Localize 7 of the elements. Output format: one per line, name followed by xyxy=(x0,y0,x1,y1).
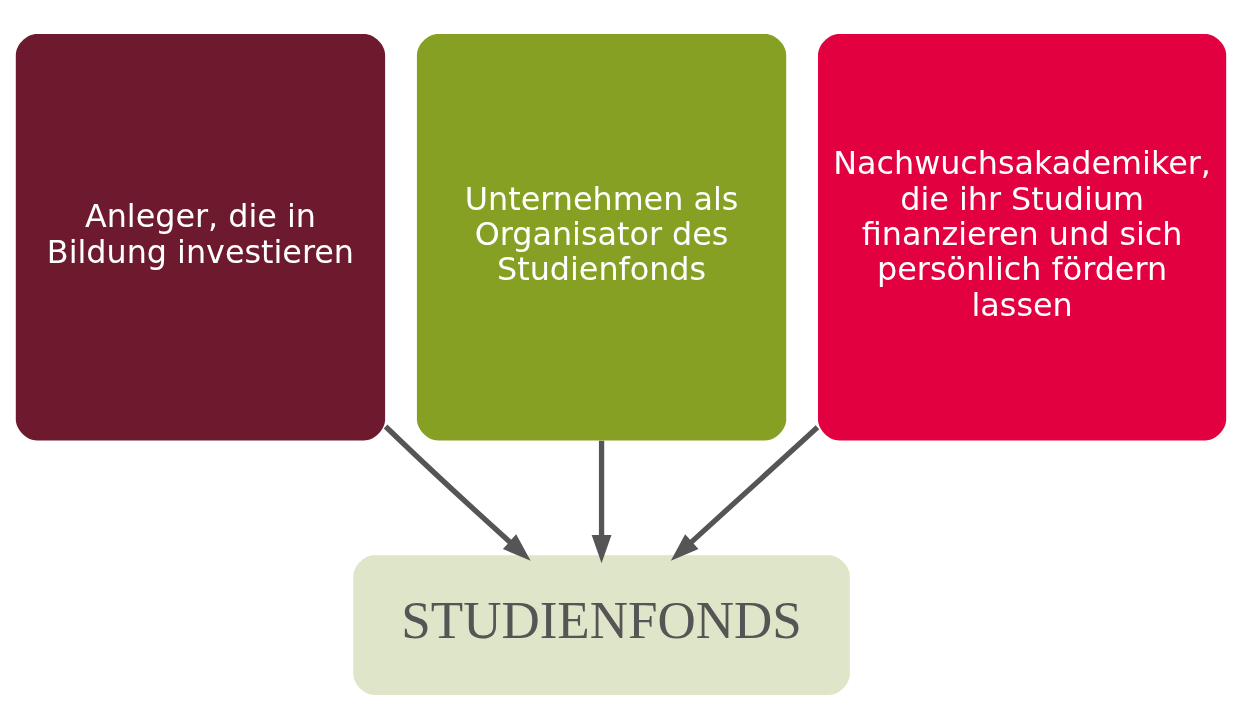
arrow xyxy=(670,424,820,561)
arrow xyxy=(591,440,612,563)
node-box: Anleger, die in Bildung investieren xyxy=(15,33,386,440)
node-box: Nachwuchsakademiker, die ihr Studium finanzieren und sich persönlich fördern lassen xyxy=(818,33,1227,440)
node-box: Unternehmen als Organisator des Studienfonds xyxy=(416,33,787,440)
node-box: STUDIENFONDS xyxy=(353,554,850,695)
arrow xyxy=(383,424,531,561)
